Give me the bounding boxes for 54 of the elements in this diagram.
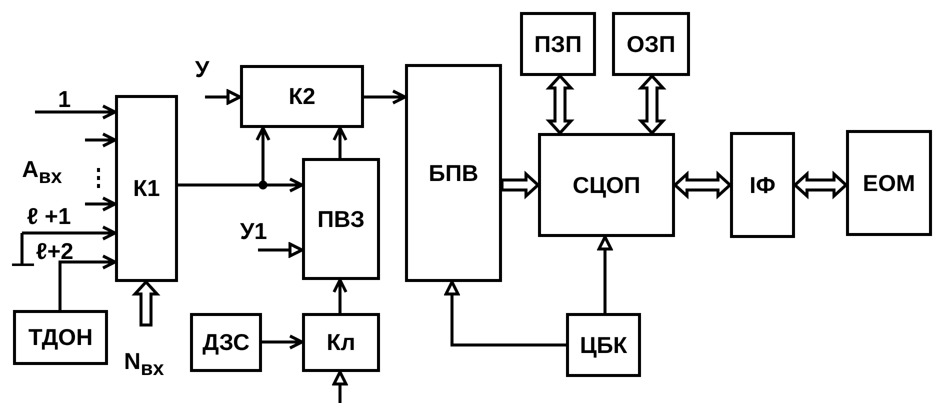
signal-label: У1 [240,220,268,243]
block-box [302,313,380,372]
arrow [444,280,566,346]
block-label: ПВЗ [317,206,365,232]
arrow [20,226,116,240]
arrow [35,104,116,120]
bus-arrow [132,280,160,326]
block-label: К2 [288,83,316,110]
block-label: СЦОП [572,172,640,198]
arrow [332,370,348,403]
arrow [205,90,242,104]
block-label: ЦБК [580,332,628,358]
block-label: ЕОМ [862,170,916,196]
bus-arrow [638,74,666,136]
bus-arrow [546,74,574,136]
block-box [846,130,932,236]
block-box [190,313,262,372]
arrow [85,132,116,148]
signal-label: N$_{вх}$ [124,350,164,379]
signal-label: ℓ+2 [36,240,74,263]
block-label: ІФ [749,172,776,198]
block-label: Кл [326,329,356,356]
arrow [364,90,406,104]
block-box [520,12,596,76]
arrow [85,196,116,212]
block-box [538,133,675,237]
bus-arrow [500,170,540,200]
arrow [332,126,348,158]
signal-label: А$_{вх}$ [22,158,62,187]
block-label: БПВ [428,160,478,186]
signal-label: У [195,58,210,81]
block-box [115,95,178,282]
block-box [302,158,380,280]
block-label: ДЗС [202,329,250,356]
bus-arrow [672,170,732,200]
arrow [58,254,116,310]
block-label: К1 [133,175,160,202]
block-box [13,310,108,365]
block-box [405,64,502,282]
ground-symbol [12,233,34,266]
block-box [566,313,641,377]
block-label: ОЗП [626,30,676,58]
block-box [730,132,795,238]
arrow [258,242,304,258]
arrow [262,334,304,350]
bus-arrow [792,170,848,200]
block-box [240,65,364,128]
signal-label: ℓ +1 [27,205,71,228]
block-box [612,12,690,76]
block-label: ТДОН [28,324,93,351]
signal-label: 1 [58,88,71,111]
arrow [332,278,348,313]
arrow [598,236,612,313]
block-label: ПЗП [534,30,582,58]
